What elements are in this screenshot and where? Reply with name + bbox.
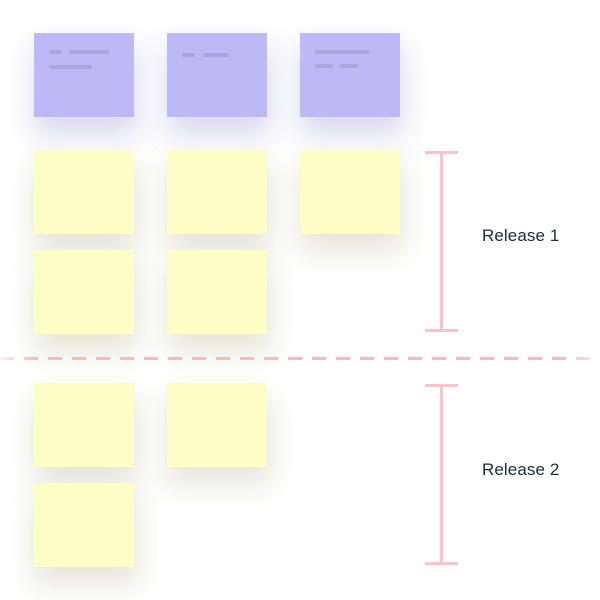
text-placeholder-line — [315, 50, 369, 54]
header-card-1 — [34, 33, 134, 117]
release-divider-dashed-line — [0, 357, 600, 360]
text-placeholder-line — [49, 50, 62, 54]
sticky-note — [167, 250, 267, 334]
sticky-note — [300, 150, 400, 234]
header-card-2 — [167, 33, 267, 117]
release-1-label: Release 1 — [482, 226, 560, 245]
sticky-note — [34, 250, 134, 334]
sticky-note — [34, 483, 134, 567]
text-placeholder-line — [315, 64, 333, 68]
sticky-note — [167, 150, 267, 234]
text-placeholder-line — [49, 65, 92, 69]
sticky-note — [167, 383, 267, 467]
release-1-bracket — [425, 151, 458, 332]
text-placeholder-line — [340, 64, 358, 68]
text-placeholder-line — [203, 53, 229, 57]
release-2-label: Release 2 — [482, 460, 560, 479]
sticky-note — [34, 383, 134, 467]
text-placeholder-line — [182, 53, 195, 57]
release-2-bracket — [425, 384, 458, 565]
text-placeholder-line — [69, 50, 109, 54]
sticky-note — [34, 150, 134, 234]
header-card-3 — [300, 33, 400, 117]
